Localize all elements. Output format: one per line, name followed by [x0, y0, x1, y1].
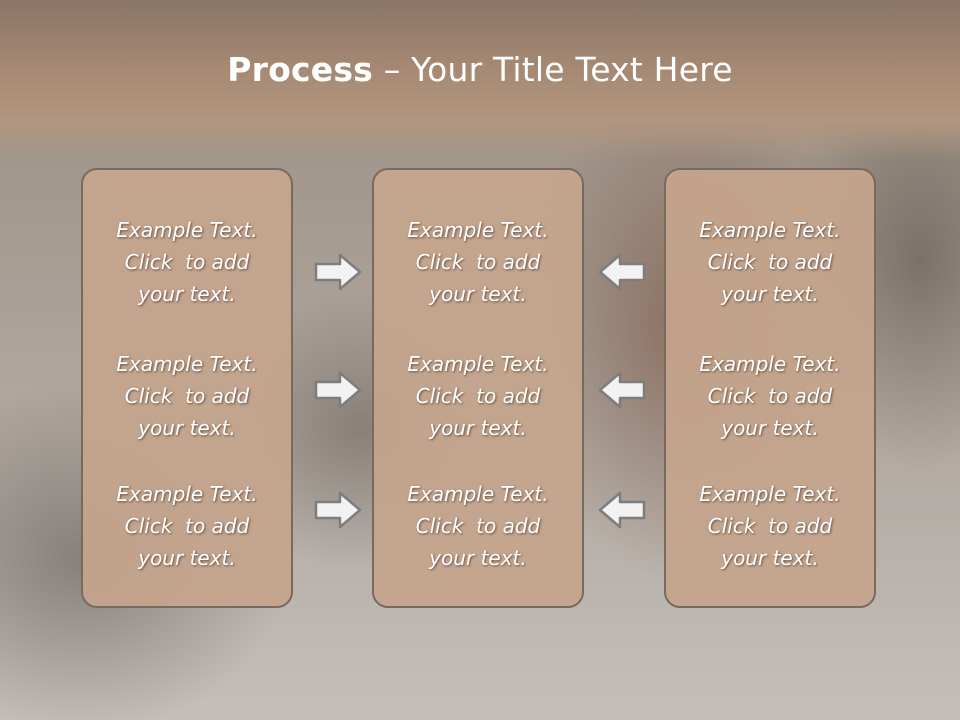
- text-line: Click to add: [415, 250, 541, 274]
- text-block[interactable]: Example Text. Click to add your text.: [374, 348, 582, 444]
- left-arrow-icon: [598, 491, 646, 529]
- process-box-right[interactable]: Example Text. Click to add your text. Ex…: [664, 168, 876, 608]
- text-line: Example Text.: [699, 218, 841, 242]
- title-strong: Process: [227, 50, 374, 89]
- title-rest: – Your Title Text Here: [373, 50, 733, 89]
- text-block[interactable]: Example Text. Click to add your text.: [666, 478, 874, 574]
- process-box-middle[interactable]: Example Text. Click to add your text. Ex…: [372, 168, 584, 608]
- text-line: Example Text.: [116, 218, 258, 242]
- text-line: your text.: [429, 416, 527, 440]
- text-block[interactable]: Example Text. Click to add your text.: [83, 214, 291, 310]
- text-block[interactable]: Example Text. Click to add your text.: [83, 478, 291, 574]
- text-line: your text.: [721, 416, 819, 440]
- text-line: Click to add: [124, 250, 250, 274]
- text-line: your text.: [138, 416, 236, 440]
- text-line: Click to add: [124, 384, 250, 408]
- text-block[interactable]: Example Text. Click to add your text.: [666, 348, 874, 444]
- text-line: your text.: [429, 546, 527, 570]
- text-line: Example Text.: [699, 482, 841, 506]
- left-arrow-icon: [598, 371, 646, 409]
- text-block[interactable]: Example Text. Click to add your text.: [374, 478, 582, 574]
- text-line: Example Text.: [699, 352, 841, 376]
- text-line: Example Text.: [407, 482, 549, 506]
- text-line: Click to add: [707, 384, 833, 408]
- text-line: your text.: [138, 282, 236, 306]
- left-arrow-icon: [598, 253, 646, 291]
- process-box-left[interactable]: Example Text. Click to add your text. Ex…: [81, 168, 293, 608]
- text-line: Example Text.: [116, 352, 258, 376]
- right-arrow-icon: [314, 253, 362, 291]
- text-line: Click to add: [124, 514, 250, 538]
- text-block[interactable]: Example Text. Click to add your text.: [374, 214, 582, 310]
- text-line: Click to add: [415, 384, 541, 408]
- text-line: Example Text.: [407, 218, 549, 242]
- text-block[interactable]: Example Text. Click to add your text.: [83, 348, 291, 444]
- text-line: Click to add: [707, 250, 833, 274]
- right-arrow-icon: [314, 371, 362, 409]
- slide-title[interactable]: Process – Your Title Text Here: [0, 50, 960, 89]
- text-line: Click to add: [415, 514, 541, 538]
- text-line: Example Text.: [116, 482, 258, 506]
- text-line: your text.: [138, 546, 236, 570]
- text-block[interactable]: Example Text. Click to add your text.: [666, 214, 874, 310]
- title-band: [0, 0, 960, 160]
- text-line: Example Text.: [407, 352, 549, 376]
- right-arrow-icon: [314, 491, 362, 529]
- text-line: your text.: [721, 546, 819, 570]
- text-line: your text.: [721, 282, 819, 306]
- text-line: Click to add: [707, 514, 833, 538]
- text-line: your text.: [429, 282, 527, 306]
